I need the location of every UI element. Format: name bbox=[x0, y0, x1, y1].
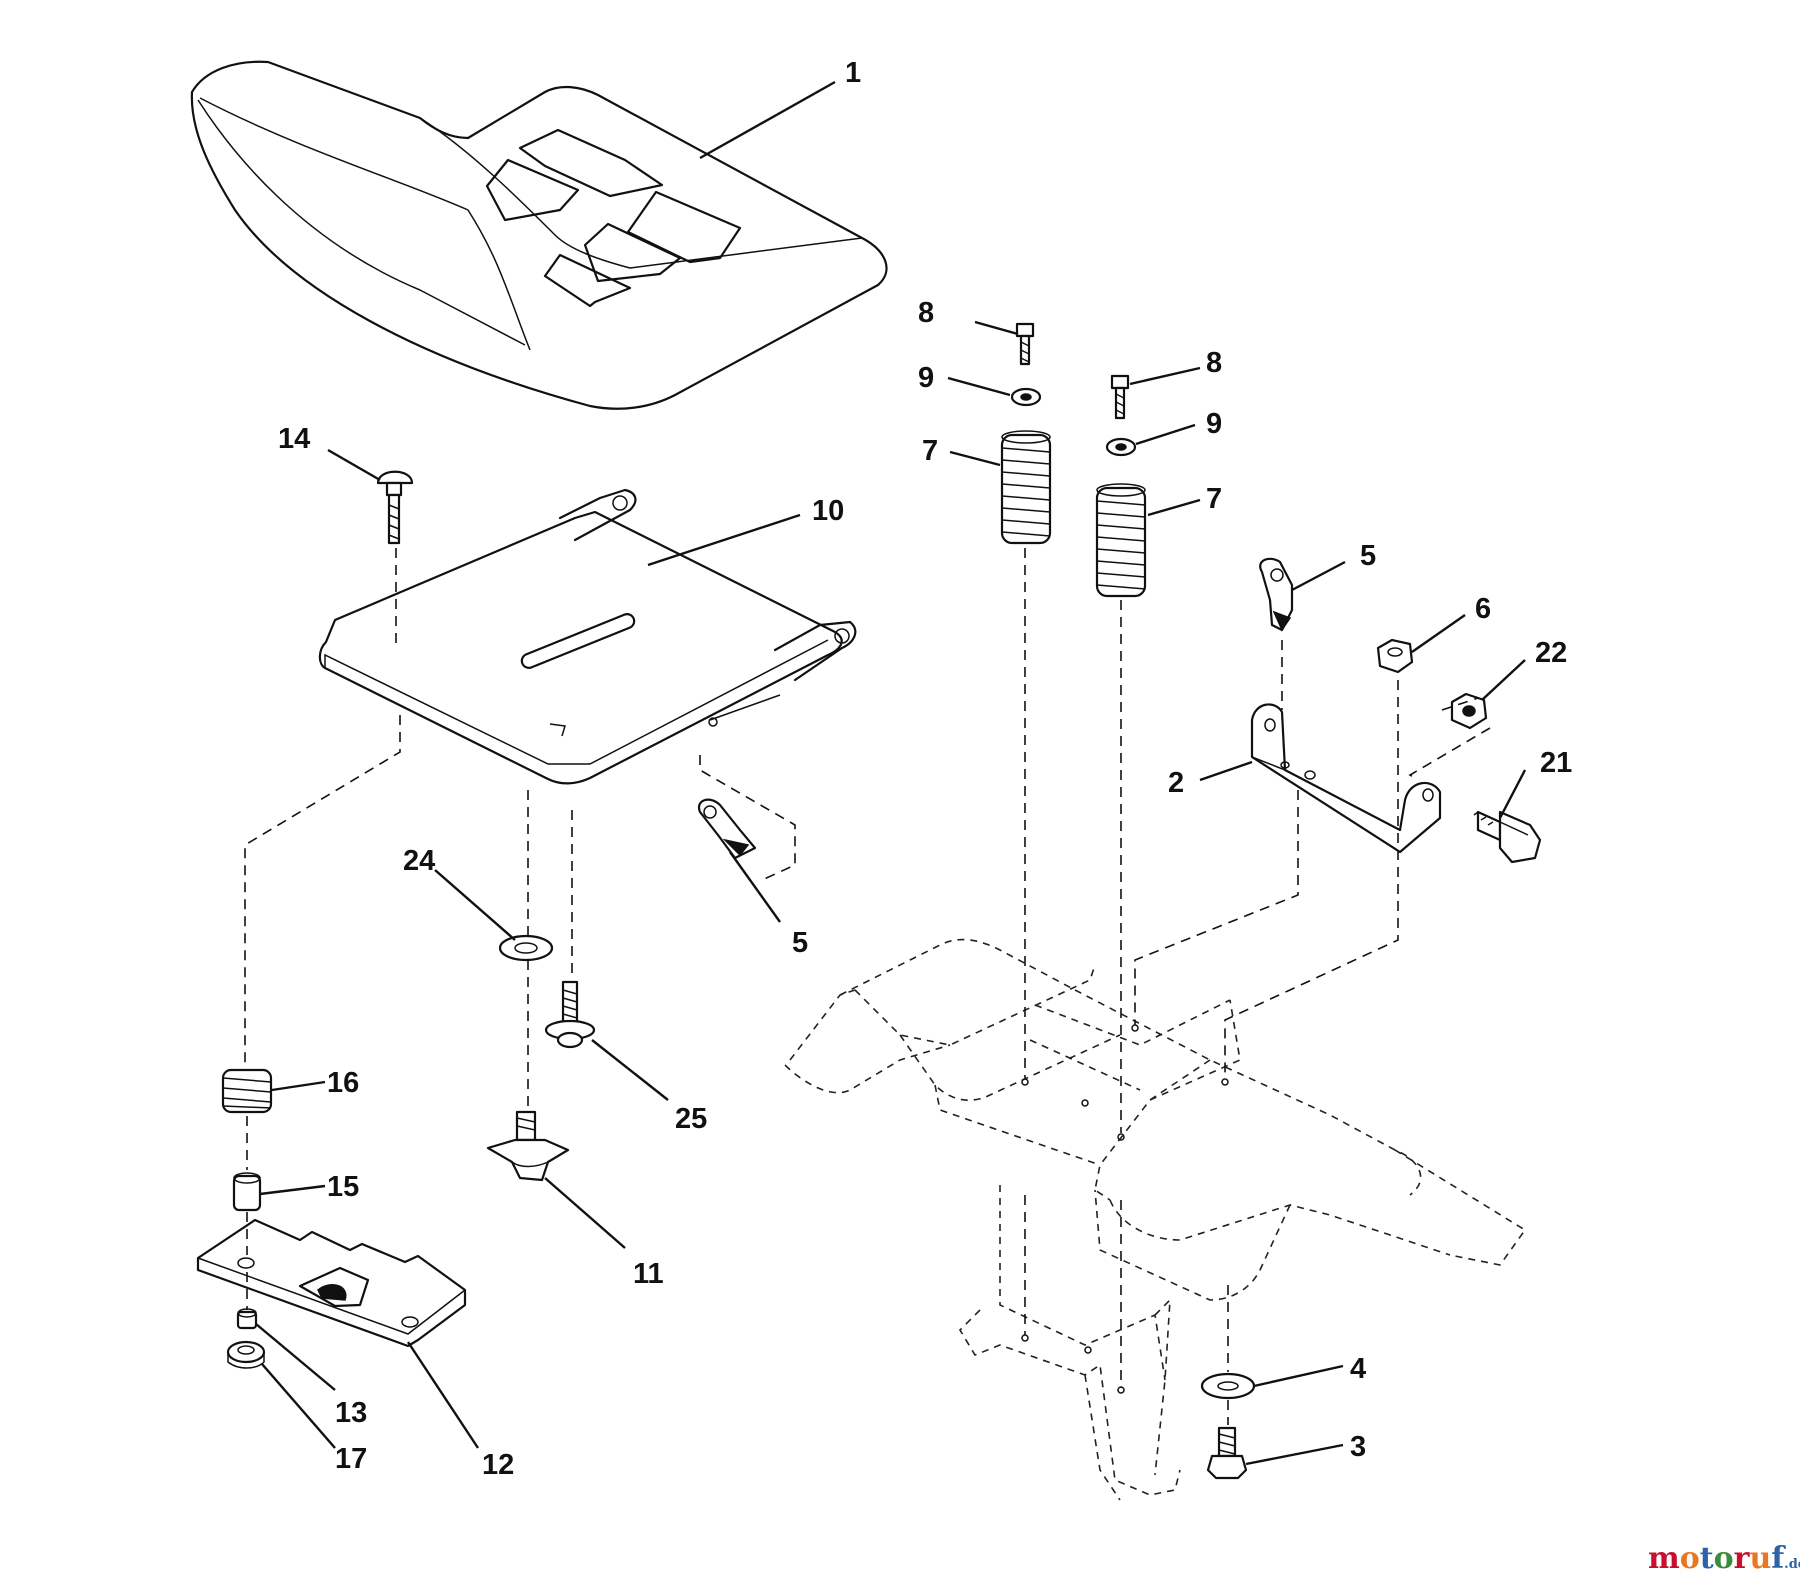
callout-4: 4 bbox=[1350, 1353, 1366, 1385]
callout-11: 11 bbox=[633, 1258, 664, 1290]
callout-21: 21 bbox=[1540, 747, 1572, 779]
callout-16: 16 bbox=[327, 1067, 359, 1099]
part-clip-5-left bbox=[697, 798, 757, 860]
callout-8-left: 8 bbox=[918, 297, 934, 329]
part-fender-frame-ghost bbox=[784, 938, 1527, 1501]
part-screw-25 bbox=[544, 980, 596, 1049]
callout-3: 3 bbox=[1350, 1431, 1366, 1463]
part-seat bbox=[190, 60, 888, 410]
callout-9-right: 9 bbox=[1206, 408, 1222, 440]
watermark-letter: m bbox=[1648, 1541, 1680, 1575]
callout-5-right: 5 bbox=[1360, 540, 1376, 572]
alignment-lines bbox=[244, 548, 1491, 1425]
part-spring-right bbox=[1095, 483, 1147, 598]
part-washer-9-right bbox=[1105, 437, 1137, 457]
part-washer-24 bbox=[498, 934, 554, 962]
part-nut-22 bbox=[1450, 692, 1488, 730]
part-washer-13 bbox=[236, 1308, 258, 1330]
part-bolt-3 bbox=[1206, 1426, 1248, 1480]
part-bolt-21 bbox=[1473, 810, 1542, 864]
part-washer-4 bbox=[1200, 1372, 1256, 1400]
watermark-letter: u bbox=[1749, 1541, 1771, 1575]
watermark-suffix: .de bbox=[1784, 1557, 1800, 1572]
part-spring-left bbox=[1000, 430, 1052, 545]
part-spring-16 bbox=[221, 1068, 273, 1114]
callout-14: 14 bbox=[278, 423, 310, 455]
part-clip-5-right bbox=[1259, 557, 1294, 632]
part-knob-11 bbox=[486, 1110, 570, 1182]
watermark-letter: o bbox=[1680, 1541, 1700, 1575]
callout-2: 2 bbox=[1168, 767, 1184, 799]
callout-24: 24 bbox=[403, 845, 435, 877]
callout-7-right: 7 bbox=[1206, 483, 1222, 515]
callout-22: 22 bbox=[1535, 637, 1567, 669]
callout-12: 12 bbox=[482, 1449, 514, 1481]
part-nut-6 bbox=[1376, 638, 1414, 674]
watermark-brand: motoruf bbox=[1648, 1541, 1786, 1575]
part-bolt-8-left bbox=[1015, 322, 1035, 366]
callout-15: 15 bbox=[327, 1171, 359, 1203]
callout-9-left: 9 bbox=[918, 362, 934, 394]
callout-17: 17 bbox=[335, 1443, 367, 1475]
part-carriage-bolt bbox=[376, 470, 414, 545]
watermark-letter: o bbox=[1714, 1541, 1734, 1575]
callout-25: 25 bbox=[675, 1103, 707, 1135]
part-bolt-8-right bbox=[1110, 374, 1130, 420]
callout-labels: 1 14 10 8 9 7 8 9 7 5 6 22 21 2 24 5 16 … bbox=[278, 57, 1572, 1481]
part-spacer-15 bbox=[232, 1172, 262, 1212]
callout-6: 6 bbox=[1475, 593, 1491, 625]
callout-7-left: 7 bbox=[922, 435, 938, 467]
watermark-letter: r bbox=[1734, 1541, 1751, 1575]
callout-8-right: 8 bbox=[1206, 347, 1222, 379]
leader-lines bbox=[255, 80, 1527, 1466]
part-washer-9-left bbox=[1010, 387, 1042, 407]
callout-13: 13 bbox=[335, 1397, 367, 1429]
callout-5-left: 5 bbox=[792, 927, 808, 959]
part-bracket bbox=[1250, 703, 1442, 854]
part-nut-17 bbox=[226, 1340, 266, 1369]
part-seat-pan bbox=[318, 488, 857, 785]
callout-10: 10 bbox=[812, 495, 844, 527]
watermark-letter: t bbox=[1700, 1541, 1714, 1575]
svg-text:motoruf.de: motoruf.de bbox=[1648, 1541, 1800, 1575]
callout-1: 1 bbox=[845, 57, 861, 89]
watermark-letter: f bbox=[1771, 1541, 1786, 1575]
watermark-logo: motoruf.de bbox=[1648, 1541, 1800, 1575]
